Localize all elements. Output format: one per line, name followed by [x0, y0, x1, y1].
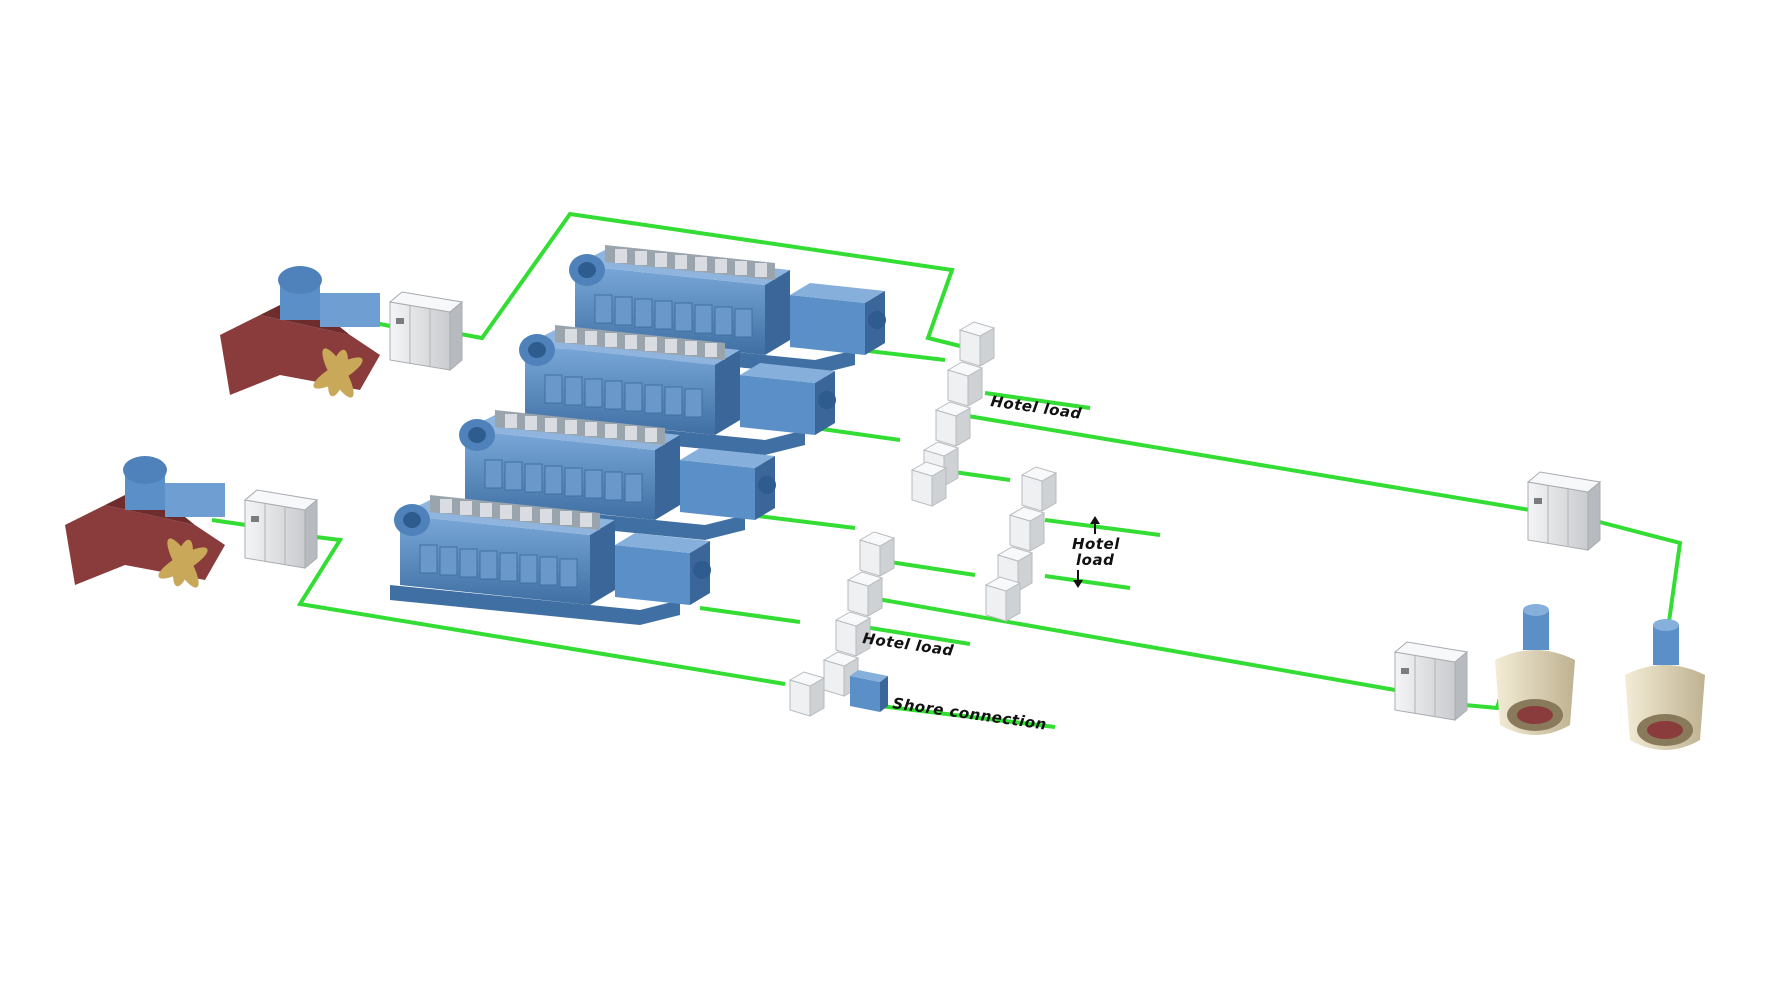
hotel-load-label-mid-line1: Hotel	[1072, 535, 1120, 553]
propeller-icon	[158, 538, 208, 588]
shore-connection-label: Shore connection	[891, 694, 1047, 733]
pod-propulsor-bottom	[65, 456, 225, 588]
switchboard-top	[911, 321, 995, 507]
power-cables	[211, 211, 1683, 729]
cable-gen2-output	[814, 426, 901, 442]
cable-converter2-to-lower-bus	[296, 534, 786, 686]
tunnel-thruster-left	[1495, 604, 1575, 735]
hotel-load-label-mid-line2: load	[1076, 551, 1114, 569]
cable-pod2-to-converter	[211, 518, 247, 527]
cable-bus-to-converter-lower	[871, 596, 1396, 692]
propeller-icon	[313, 348, 363, 398]
converter-cabinet-thruster-right	[1527, 471, 1601, 551]
cable-gen4-output	[699, 606, 801, 624]
converter-cabinet-pod-bottom	[244, 489, 318, 569]
arrow-up-icon	[1090, 516, 1100, 534]
cable-gen3-output	[757, 514, 856, 530]
cable-bus-to-converter-right	[961, 413, 1531, 512]
cable-bus-link-2	[889, 560, 976, 577]
cable-hotel-load-mid-upper	[1044, 518, 1161, 537]
converter-cabinet-pod-top	[389, 291, 463, 371]
transformer-icon	[850, 670, 888, 712]
cable-hotel-load-top	[984, 391, 1091, 410]
pod-propulsor-top	[220, 266, 380, 398]
cable-gen1-output	[859, 348, 946, 362]
cable-converter1-to-top-bus	[454, 211, 961, 348]
arrow-down-icon	[1073, 570, 1083, 588]
cable-hotel-load-mid-lower	[1044, 574, 1131, 590]
converter-cabinet-thruster-left	[1394, 641, 1468, 721]
cable-hotel-load-bottom	[851, 623, 971, 646]
hotel-load-label-top: Hotel load	[989, 392, 1082, 423]
cable-shore-connection	[879, 704, 1056, 729]
switchboard-middle	[985, 466, 1057, 622]
tunnel-thruster-right	[1625, 619, 1705, 750]
